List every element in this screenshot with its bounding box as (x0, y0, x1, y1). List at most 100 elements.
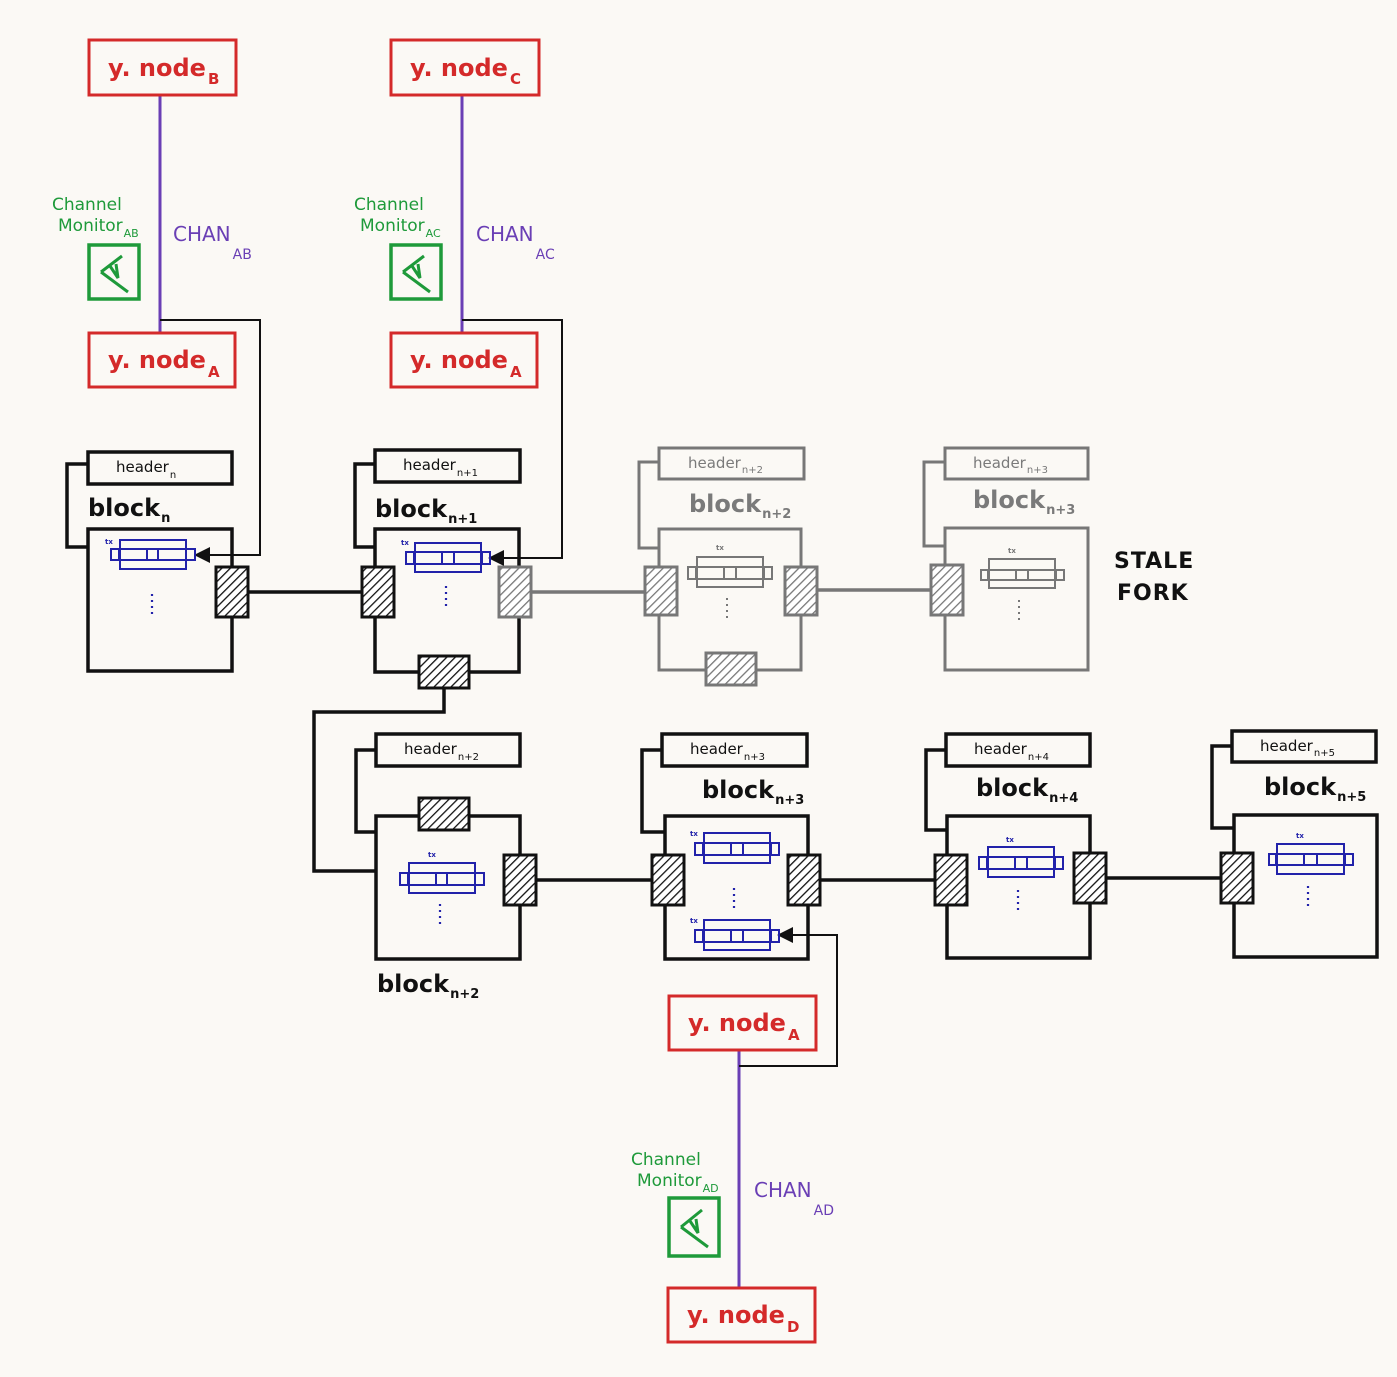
block-n4-port-right (1072, 851, 1108, 905)
block-n3-sub: n+3 (775, 793, 804, 808)
tx-n3-b-label: tx (690, 917, 698, 925)
block-n3-stale[interactable]: headern+3 blockn+3 tx (922, 446, 1090, 672)
header-n5-label: header (1260, 737, 1314, 755)
block-n1-body (373, 527, 521, 674)
tx-n3-a-label: tx (690, 830, 698, 838)
tx-n3-b[interactable]: tx (690, 917, 780, 951)
stale-fork-line2: FORK (1117, 581, 1189, 606)
block-n3-stale-label: block (973, 486, 1046, 514)
tx-n2-stale[interactable]: tx (687, 544, 773, 588)
svg-text:blockn: blockn (88, 494, 170, 526)
block-n2[interactable]: headern+2 tx blockn+2 (354, 732, 538, 1002)
header-n3-stale-connector (922, 460, 945, 548)
channel-monitor-ab-line1: Channel (52, 195, 122, 215)
block-n2-stale-port-right (783, 565, 819, 617)
svg-text:MonitorAC: MonitorAC (360, 216, 441, 240)
tx-n2[interactable]: tx (399, 851, 485, 894)
header-n2-stale-label: header (688, 454, 742, 472)
tx-n2-label: tx (428, 851, 436, 859)
block-n3[interactable]: headern+3 blockn+3 tx tx (640, 732, 822, 961)
node-c-sub: C (510, 70, 521, 88)
block-n5-sub: n+5 (1337, 790, 1366, 805)
header-n1-sub: n+1 (457, 468, 478, 479)
block-n2-body (374, 814, 522, 961)
svg-text:headern+3: headern+3 (690, 740, 765, 763)
svg-text:headern+2: headern+2 (404, 740, 479, 763)
svg-text:headern+3: headern+3 (973, 454, 1048, 476)
monitor-ad-icon[interactable] (667, 1196, 721, 1258)
tx-link-ac (462, 319, 563, 566)
node-a-bottom-label: y. node (688, 1009, 786, 1037)
header-n4-sub: n+4 (1028, 752, 1049, 763)
header-n-box (86, 450, 234, 486)
svg-text:headern+5: headern+5 (1260, 737, 1335, 759)
header-n-sub: n (170, 470, 176, 481)
block-n2-stale[interactable]: headern+2 blockn+2 tx (637, 446, 819, 687)
block-n5-port-left (1219, 851, 1255, 905)
tx-n3-a[interactable]: tx (690, 830, 780, 864)
tx-link-ab (160, 319, 261, 563)
node-a-sub: A (208, 363, 220, 381)
stale-fork-line1: STALE (1114, 549, 1194, 574)
tx-n[interactable]: tx (105, 538, 196, 570)
stale-fork: headern+2 blockn+2 tx headern+3 blockn+3 (637, 446, 1194, 687)
monitor-ac-icon[interactable] (389, 243, 443, 301)
header-n1-box (373, 448, 522, 484)
block-n2-stale-port-bottom (704, 651, 758, 687)
svg-text:CHANAC: CHANAC (476, 222, 555, 263)
monitor-ab-icon[interactable] (87, 243, 141, 301)
block-n[interactable]: headern blockn tx (65, 450, 250, 673)
chan-ad-label: CHAN (754, 1178, 812, 1202)
block-n2-port-top (417, 796, 471, 832)
block-n4-port-left (933, 853, 969, 907)
block-n3-port-right (786, 853, 822, 907)
node-a-label: y. node (108, 346, 206, 374)
header-n2-stale-sub: n+2 (742, 465, 763, 476)
header-n4-connector (924, 748, 947, 832)
block-n1-port-left (360, 565, 396, 619)
header-n2-stale-connector (637, 460, 659, 550)
block-n1-sub: n+1 (448, 512, 477, 527)
header-n1-label: header (403, 456, 457, 474)
header-n2-sub: n+2 (458, 752, 479, 763)
svg-text:blockn+3: blockn+3 (702, 776, 804, 808)
block-n4[interactable]: headern+4 blockn+4 tx (924, 732, 1108, 960)
header-n4-label: header (974, 740, 1028, 758)
block-n3-stale-body (943, 526, 1090, 672)
block-n1[interactable]: headern+1 blockn+1 tx (353, 448, 533, 690)
chain-links (248, 588, 1221, 882)
header-n3-label: header (690, 740, 744, 758)
block-n2-stale-sub: n+2 (762, 507, 791, 522)
tx-n5-label: tx (1296, 832, 1304, 840)
block-n1-port-bottom (417, 654, 471, 690)
block-n2-stale-port-left (643, 565, 679, 617)
svg-text:headern: headern (116, 458, 176, 481)
node-d-label: y. node (687, 1301, 785, 1329)
channel-monitor-ad-sub: AD (703, 1182, 719, 1195)
node-a-bottom-sub: A (788, 1026, 800, 1044)
node-a-mid-label: y. node (410, 346, 508, 374)
link-n1-to-n2 (312, 688, 446, 873)
svg-text:blockn+1: blockn+1 (375, 495, 477, 527)
channel-monitor-ac-sub: AC (426, 227, 441, 240)
channel-monitor-ad-line1: Channel (631, 1150, 701, 1170)
header-n5-sub: n+5 (1314, 748, 1335, 759)
tx-n1[interactable]: tx (401, 539, 491, 573)
tx-n4[interactable]: tx (978, 836, 1064, 878)
svg-text:CHANAD: CHANAD (754, 1178, 834, 1219)
tx-n3-stale[interactable]: tx (980, 547, 1065, 589)
svg-text:MonitorAB: MonitorAB (58, 216, 139, 240)
tx-n5[interactable]: tx (1268, 832, 1354, 875)
block-n5[interactable]: headern+5 blockn+5 tx (1210, 729, 1379, 959)
